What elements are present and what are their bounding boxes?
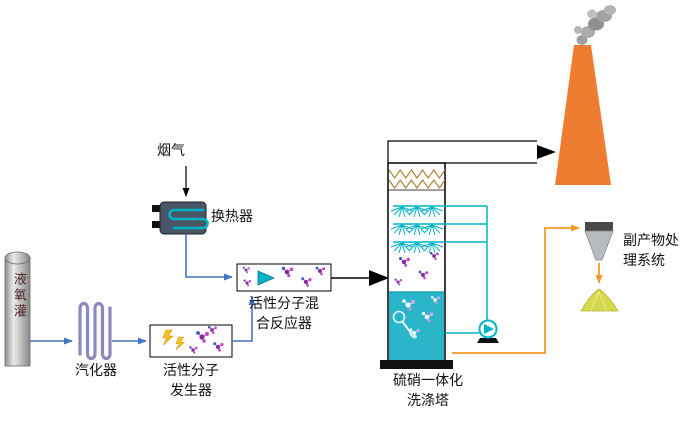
tower-liquid [389, 291, 444, 361]
circulation-pump-icon [477, 319, 499, 343]
reactor-to-tower-nozzle [331, 270, 389, 286]
tower-base [380, 360, 453, 369]
scrubber-tower [380, 162, 453, 369]
byproduct-pile-icon [580, 288, 619, 312]
mixing-reactor-box [236, 263, 332, 292]
flow-line-hx-to-reactor [185, 234, 233, 281]
demister-icon [388, 168, 446, 191]
duct-arrow [537, 145, 556, 159]
heat-exchanger [152, 201, 209, 235]
outlet-duct [387, 140, 556, 164]
spray-circulation-pipes [393, 205, 488, 334]
oxygen-tank [4, 251, 31, 367]
mixer-cone-icon [257, 270, 275, 286]
byproduct-funnel-icon [584, 222, 614, 261]
smoke-icon [574, 5, 616, 45]
byproduct-line [452, 224, 580, 354]
vaporizer-coil-icon [78, 301, 112, 361]
chimney [555, 45, 611, 185]
flow-line-generator-to-reactor [232, 296, 256, 342]
generator-box [149, 324, 233, 358]
sparger-icon [392, 310, 417, 339]
